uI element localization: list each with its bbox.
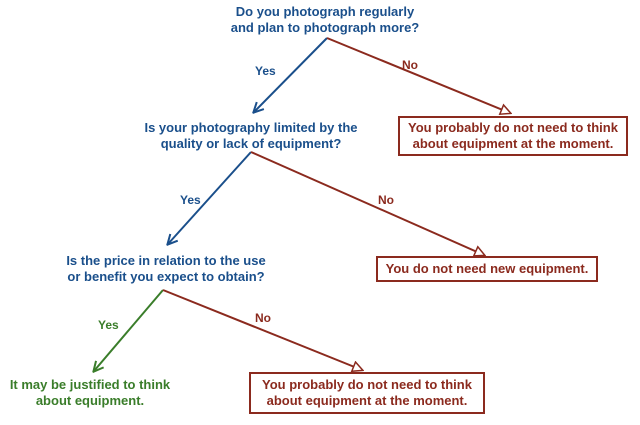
question-3-line2: or benefit you expect to obtain? bbox=[67, 269, 265, 284]
question-2-line1: Is your photography limited by the bbox=[144, 120, 358, 135]
positive-outcome-line2: about equipment. bbox=[35, 393, 145, 408]
no-label-1: No bbox=[402, 58, 418, 72]
question-3-line1: Is the price in relation to the use bbox=[66, 253, 266, 268]
outcome-1-line2: about equipment at the moment. bbox=[412, 136, 614, 151]
yes-label-2: Yes bbox=[180, 193, 201, 207]
question-3: Is the price in relation to the use or b… bbox=[50, 253, 282, 285]
outcome-3-line2: about equipment at the moment. bbox=[266, 393, 468, 408]
outcome-box-3: You probably do not need to think about … bbox=[249, 372, 485, 414]
question-1-line1: Do you photograph regularly bbox=[235, 4, 415, 19]
outcome-3-line1: You probably do not need to think bbox=[262, 377, 472, 392]
yes-label-1: Yes bbox=[255, 64, 276, 78]
yes-arrow-2 bbox=[168, 151, 252, 244]
no-label-2: No bbox=[378, 193, 394, 207]
yes-arrow-1 bbox=[254, 37, 328, 112]
question-2-line2: quality or lack of equipment? bbox=[160, 136, 342, 151]
question-2: Is your photography limited by the quali… bbox=[130, 120, 372, 152]
positive-outcome: It may be justified to think about equip… bbox=[0, 377, 180, 409]
positive-outcome-line1: It may be justified to think bbox=[9, 377, 171, 392]
no-arrow-1 bbox=[326, 37, 510, 113]
question-1: Do you photograph regularly and plan to … bbox=[210, 4, 440, 36]
outcome-box-2: You do not need new equipment. bbox=[376, 256, 598, 282]
question-1-line2: and plan to photograph more? bbox=[230, 20, 420, 35]
yes-arrow-3 bbox=[94, 289, 164, 371]
no-label-3: No bbox=[255, 311, 271, 325]
outcome-box-1: You probably do not need to think about … bbox=[398, 116, 628, 156]
yes-label-3: Yes bbox=[98, 318, 119, 332]
outcome-2-line1: You do not need new equipment. bbox=[385, 261, 589, 276]
no-arrow-2 bbox=[250, 151, 484, 255]
no-arrow-3 bbox=[162, 289, 362, 370]
outcome-1-line1: You probably do not need to think bbox=[408, 120, 618, 135]
